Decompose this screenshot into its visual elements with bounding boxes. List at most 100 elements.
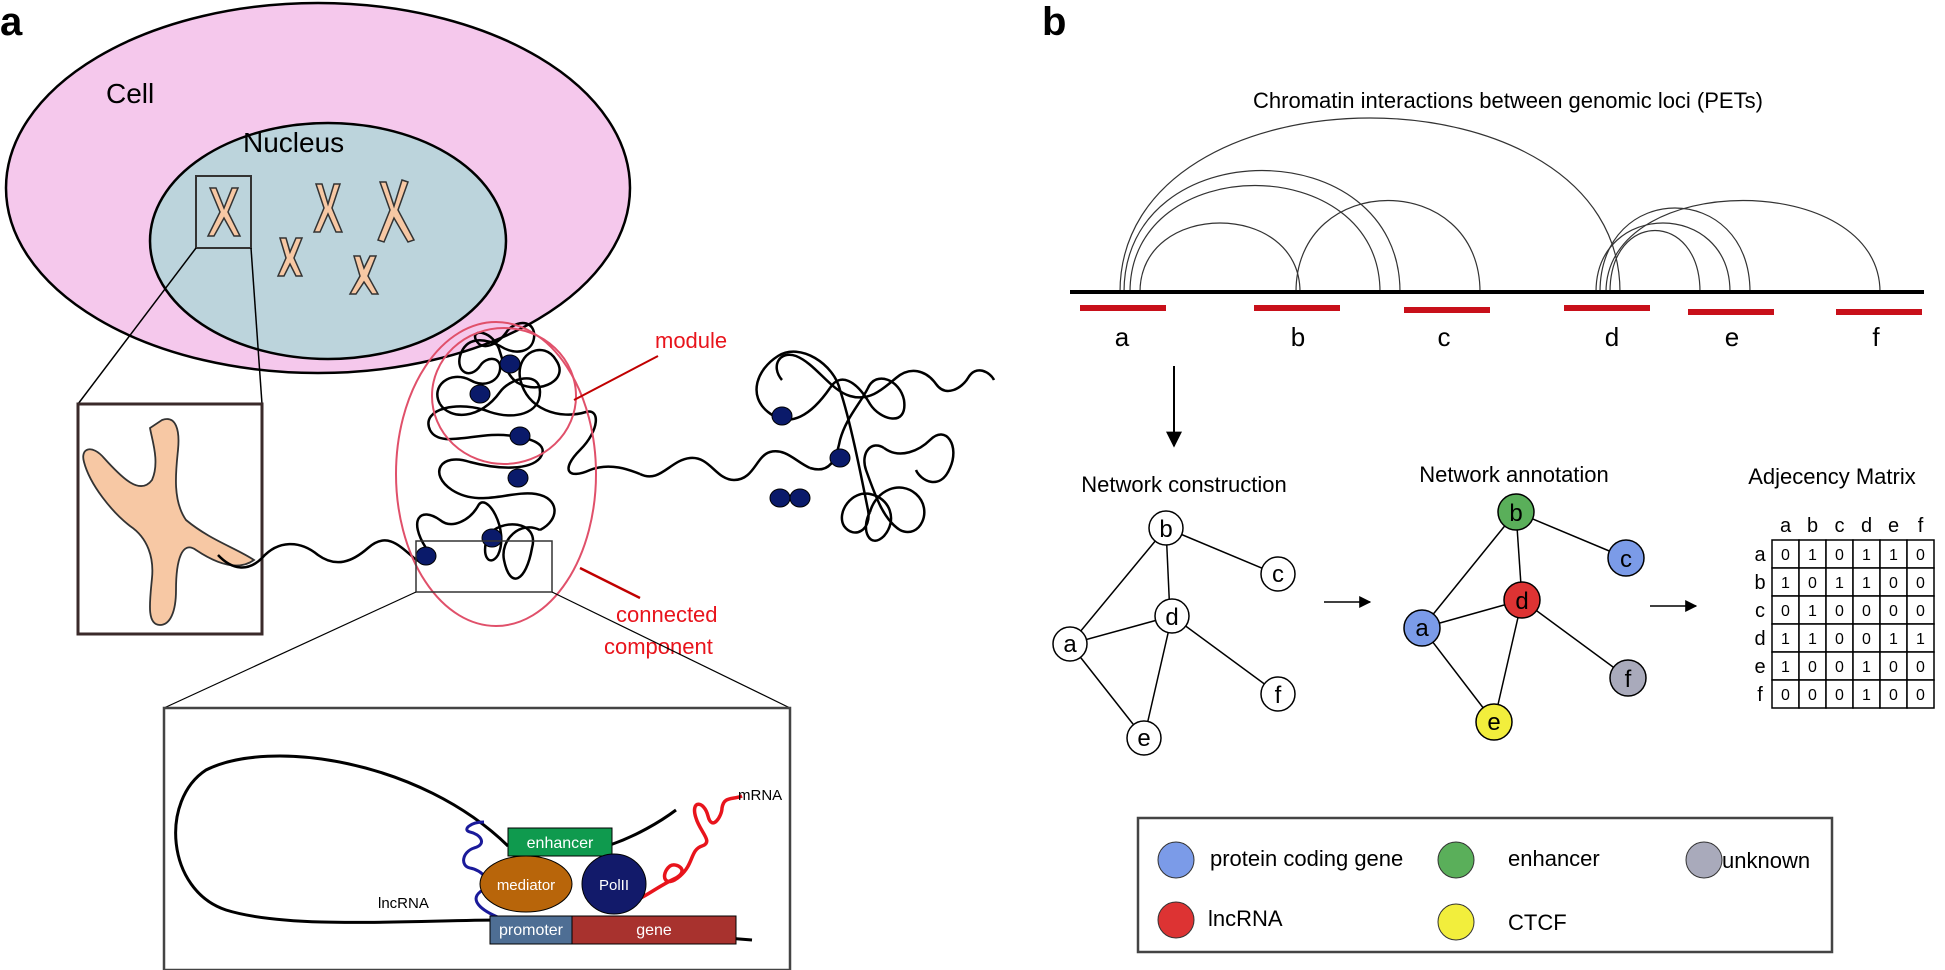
gene-box (571, 915, 737, 945)
module-circle (431, 327, 577, 465)
promoter-label: promoter (499, 922, 564, 939)
nucleus-shape (148, 121, 508, 361)
matrix-cell-value: 0 (1889, 687, 1898, 704)
matrix-cell-value: 0 (1781, 603, 1790, 620)
matrix-cell (1879, 679, 1908, 709)
mediator-label: mediator (497, 877, 555, 894)
matrix-cell-value: 0 (1781, 547, 1790, 564)
matrix-cell-value: 0 (1916, 547, 1925, 564)
matrix-cell-value: 1 (1862, 659, 1871, 676)
annotated-node-labels: b c d a f e (1415, 500, 1632, 736)
matrix-cell (1906, 567, 1935, 597)
loci-bars (1080, 305, 1922, 315)
network-nodes (1052, 510, 1296, 756)
gene-label: gene (636, 922, 672, 939)
matrix-col-header: a (1780, 515, 1792, 537)
locus-label: e (1725, 322, 1739, 352)
matrix-cell (1906, 651, 1935, 681)
matrix-cell-value: 1 (1862, 687, 1871, 704)
matrix-cell (1906, 679, 1935, 709)
matrix-cell (1798, 539, 1827, 569)
matrix-cell-value: 0 (1808, 659, 1817, 676)
node-label: a (1415, 615, 1429, 642)
matrix-cell (1879, 595, 1908, 625)
chromosomes (206, 179, 416, 295)
network-annotation-label: Network annotation (1419, 462, 1609, 487)
matrix-cell (1771, 567, 1800, 597)
matrix-cell-value: 1 (1808, 631, 1817, 648)
matrix-cell-value: 1 (1889, 631, 1898, 648)
matrix-cell-value: 1 (1781, 631, 1790, 648)
legend-unknown: unknown (1722, 848, 1810, 873)
chromosome-enlarged (82, 418, 256, 626)
matrix-row-header: e (1754, 656, 1765, 678)
legend-swatch-enhancer (1437, 841, 1475, 879)
matrix-cell (1906, 539, 1935, 569)
matrix-cell (1798, 623, 1827, 653)
matrix-cell-value: 0 (1862, 631, 1871, 648)
node-label: d (1515, 588, 1528, 615)
polii-shape (581, 853, 647, 915)
matrix-col-header: f (1918, 515, 1924, 537)
node-label: e (1137, 725, 1150, 752)
network-node-labels: b c d a f e (1063, 516, 1284, 752)
matrix-row-header: b (1754, 572, 1765, 594)
matrix-cell (1825, 539, 1854, 569)
matrix-cell-value: 1 (1889, 547, 1898, 564)
matrix-cell-value: 0 (1781, 687, 1790, 704)
adjacency-title: Adjecency Matrix (1748, 464, 1916, 489)
node-label: c (1272, 561, 1284, 588)
locus-label: a (1115, 322, 1130, 352)
matrix-cell (1852, 679, 1881, 709)
chromatin-fiber (217, 321, 996, 580)
matrix-cell-value: 0 (1889, 575, 1898, 592)
matrix-cell-value: 0 (1808, 575, 1817, 592)
legend-swatch-unknown (1685, 841, 1723, 879)
legend-swatch-protein-coding (1157, 841, 1195, 879)
locus-label: c (1438, 322, 1451, 352)
legend-lncrna: lncRNA (1208, 906, 1283, 931)
node-label: f (1275, 682, 1282, 709)
enhancer-box (507, 827, 613, 857)
connected-component-ellipse (395, 321, 597, 627)
matrix-cell-value: 1 (1808, 603, 1817, 620)
matrix-cell-value: 0 (1916, 659, 1925, 676)
matrix-cell-value: 1 (1916, 631, 1925, 648)
matrix-row-header: f (1757, 684, 1763, 706)
matrix-cell-value: 0 (1916, 603, 1925, 620)
legend-swatch-ctcf (1437, 903, 1475, 941)
matrix-cell-value: 0 (1835, 687, 1844, 704)
matrix-row-header: d (1754, 628, 1765, 650)
chromosome-selection-box (195, 175, 252, 249)
matrix-cell-value: 0 (1916, 575, 1925, 592)
locus-label: b (1291, 322, 1305, 352)
enhancer-label: enhancer (527, 835, 594, 852)
legend-swatch-lncrna (1157, 901, 1195, 939)
mediator-shape (479, 855, 573, 913)
matrix-cell-value: 0 (1835, 631, 1844, 648)
loci-labels: a b c d e f (1115, 322, 1881, 352)
dna-loop (174, 754, 753, 942)
matrix-row-header: a (1754, 544, 1766, 566)
matrix-cell-value: 1 (1835, 575, 1844, 592)
matrix-cell-value: 1 (1862, 547, 1871, 564)
matrix-col-header: b (1807, 515, 1818, 537)
matrix-cell (1825, 567, 1854, 597)
matrix-cell-value: 0 (1862, 603, 1871, 620)
matrix-cell-value: 0 (1835, 603, 1844, 620)
protein-beads (415, 354, 851, 566)
matrix-cell-value: 1 (1808, 547, 1817, 564)
node-label: f (1625, 666, 1632, 693)
legend-swatches (1157, 841, 1723, 941)
node-label: a (1063, 631, 1077, 658)
connected-label-2: component (604, 634, 713, 659)
matrix-cell-value: 0 (1835, 659, 1844, 676)
matrix-cell (1825, 651, 1854, 681)
matrix-cell-value: 1 (1781, 659, 1790, 676)
node-label: c (1620, 546, 1632, 573)
matrix-col-header: c (1835, 515, 1845, 537)
matrix-cell (1771, 539, 1800, 569)
connected-label-1: connected (616, 602, 718, 627)
